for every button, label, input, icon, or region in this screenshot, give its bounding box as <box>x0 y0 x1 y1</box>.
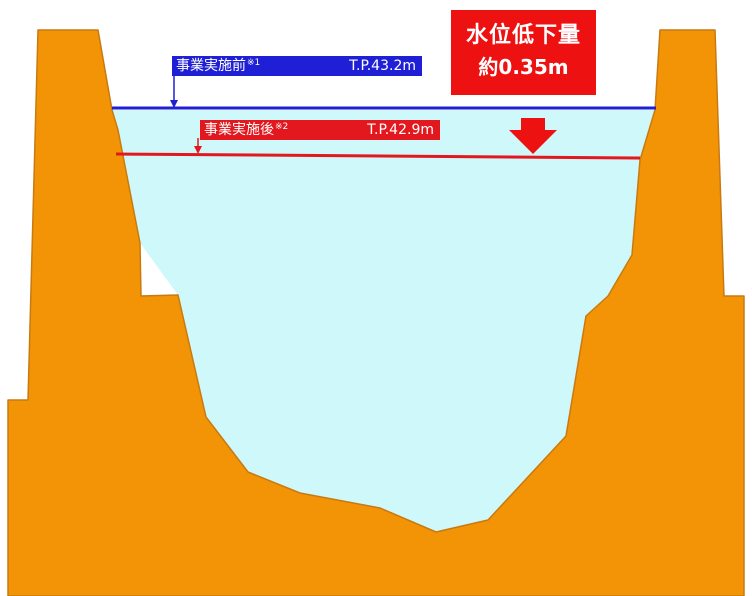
label-after: 事業実施後※2 T.P.42.9m <box>200 120 440 140</box>
after-leader-arrowhead <box>194 146 202 154</box>
label-after-text: 事業実施後 <box>204 122 274 138</box>
label-before-note: ※1 <box>247 58 261 68</box>
water-drop-value: 約0.35m <box>478 55 569 79</box>
water-drop-title: 水位低下量 <box>465 23 581 48</box>
water-body <box>112 110 655 532</box>
terrain-cross-section <box>7 29 745 596</box>
label-before: 事業実施前※1 T.P.43.2m <box>172 56 422 76</box>
label-before-level: T.P.43.2m <box>349 58 416 74</box>
water-drop-box: 水位低下量 約0.35m <box>451 10 596 95</box>
before-leader-arrowhead <box>170 100 178 108</box>
label-after-level: T.P.42.9m <box>367 122 434 138</box>
down-arrow-icon <box>509 118 557 154</box>
water-level-after-line <box>115 152 641 160</box>
label-before-text: 事業実施前 <box>176 58 246 74</box>
label-after-note: ※2 <box>275 122 289 132</box>
